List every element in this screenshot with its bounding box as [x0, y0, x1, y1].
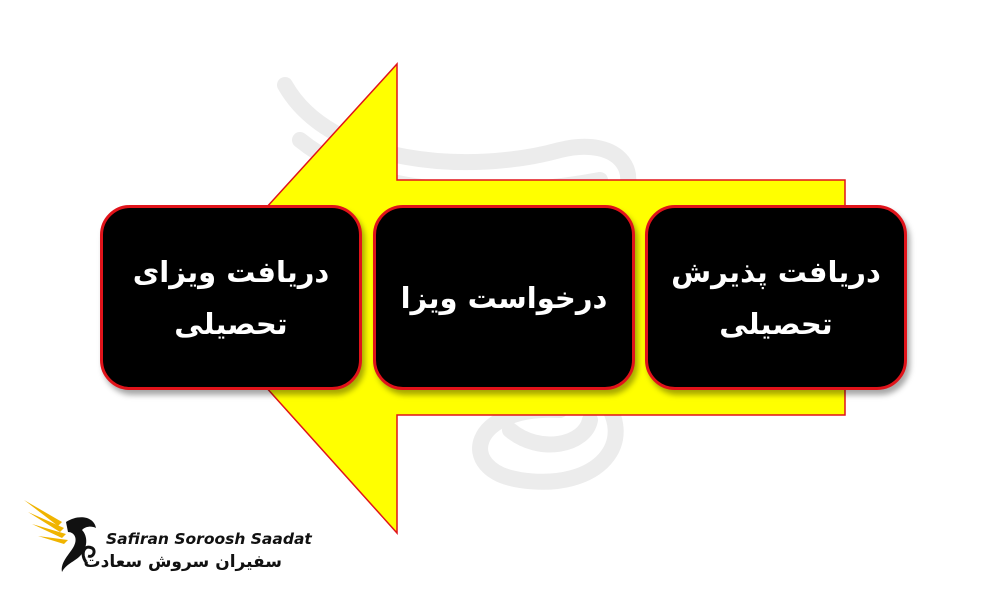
- step-label: دریافت پذیرش تحصیلی: [671, 254, 881, 341]
- step-label: درخواست ویزا: [400, 280, 608, 315]
- step-box-visa-application: درخواست ویزا: [373, 205, 635, 390]
- step-box-student-visa: دریافت ویزای تحصیلی: [100, 205, 362, 390]
- logo-persian-name: سفیران سروش سعادت: [83, 552, 282, 572]
- step-label: دریافت ویزای تحصیلی: [132, 254, 330, 341]
- step-box-admission: دریافت پذیرش تحصیلی: [645, 205, 907, 390]
- logo-latin-name: Safiran Soroosh Saadat: [106, 530, 312, 548]
- eagle-logo-icon: [24, 500, 96, 572]
- company-logo: Safiran Soroosh Saadat سفیران سروش سعادت: [22, 492, 312, 582]
